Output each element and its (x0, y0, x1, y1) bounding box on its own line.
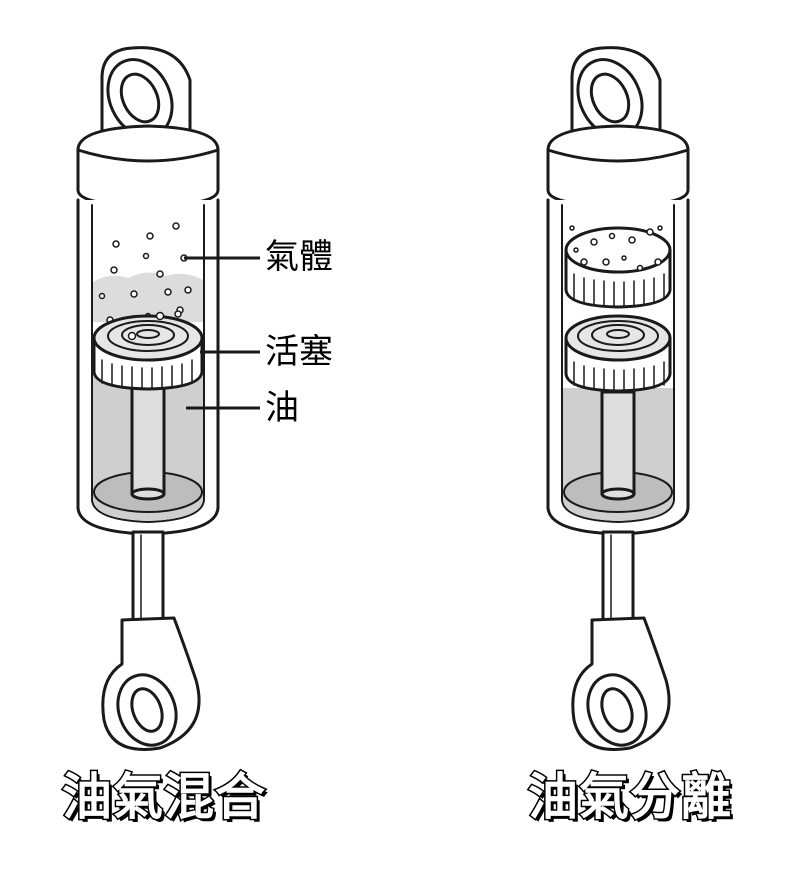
left-inner-rod (130, 376, 166, 496)
right-outer-rod (601, 530, 635, 622)
right-inner-rod (600, 390, 636, 496)
left-cap (76, 124, 220, 208)
right-shock-absorber (546, 46, 690, 751)
right-bottom-eye-inner (600, 687, 634, 733)
left-bottom-eye-inner (130, 687, 164, 733)
gas-label: 氣體 (265, 237, 333, 277)
left-outer-rod (131, 530, 165, 622)
left-shock-absorber (76, 46, 220, 751)
left-top-eye-inner (119, 72, 161, 124)
caption-oil-gas-mixed: 油氣混合 (61, 768, 267, 826)
oil-label: 油 (265, 388, 299, 428)
caption-oil-gas-separated: 油氣分離 (527, 768, 733, 826)
right-cap (546, 124, 690, 208)
right-bubbles (569, 225, 663, 272)
label-leader-lines (184, 256, 260, 410)
piston-label: 活塞 (265, 332, 333, 372)
left-gas-mist (93, 272, 203, 322)
right-floating-piston-top (564, 226, 672, 274)
right-top-eye-inner (589, 72, 631, 124)
